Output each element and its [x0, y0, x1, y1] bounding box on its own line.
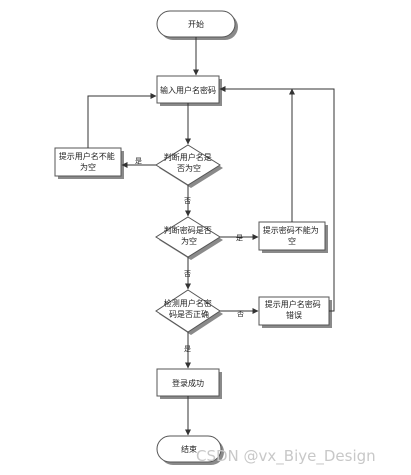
input-node: 输入用户名密码 [156, 75, 222, 106]
edge-label-yes-password: 是 [236, 234, 243, 242]
username-empty-line-2: 为空 [80, 162, 96, 172]
username-empty-node: 提示用户名不能 为空 [54, 147, 124, 179]
username-empty-label: 提示用户名不能 为空 [59, 151, 118, 172]
start-node: 开始 [156, 10, 238, 40]
wrong-credentials-label: 提示用户名密码 错误 [265, 299, 324, 320]
success-node: 登录成功 [156, 368, 222, 399]
end-label: 结束 [181, 444, 197, 454]
check-username-label: 判断用户名是 否为空 [164, 152, 215, 173]
edge-label-yes-username: 是 [135, 157, 142, 165]
check-password-line-2: 为空 [181, 236, 197, 246]
input-label: 输入用户名密码 [160, 85, 216, 95]
start-label: 开始 [188, 19, 204, 29]
edge-wrong-back [219, 86, 335, 312]
edge-username-empty-back [87, 93, 157, 148]
verify-line-2: 码是否正确 [169, 309, 209, 319]
verify-label: 检测用户名密 码是否正确 [164, 298, 215, 319]
check-username-line-2: 否为空 [177, 163, 201, 173]
password-empty-label: 提示密码不能为 空 [263, 225, 322, 246]
verify-line-1: 检测用户名密 [164, 298, 212, 308]
watermark: CSDN @vx_Biye_Design [196, 447, 376, 466]
success-label: 登录成功 [172, 378, 204, 388]
check-password-line-1: 判断密码是否 [164, 225, 212, 235]
check-username-decision: 判断用户名是 否为空 [155, 144, 223, 188]
end-node: 结束 [156, 435, 224, 465]
wrong-credentials-line-1: 提示用户名密码 [265, 299, 321, 309]
password-empty-line-2: 空 [288, 236, 296, 246]
edge-label-yes-verify: 是 [184, 345, 191, 353]
wrong-credentials-node: 提示用户名密码 错误 [258, 296, 332, 328]
verify-decision: 检测用户名密 码是否正确 [155, 289, 223, 335]
edge-label-no-username: 否 [184, 197, 191, 205]
edge-label-no-password: 否 [184, 270, 191, 278]
check-password-decision: 判断密码是否 为空 [155, 216, 223, 260]
username-empty-line-1: 提示用户名不能 [59, 151, 115, 161]
check-password-label: 判断密码是否 为空 [164, 225, 215, 246]
wrong-credentials-line-2: 错误 [286, 310, 302, 320]
check-username-line-1: 判断用户名是 [164, 152, 212, 162]
edge-label-no-verify: 否 [237, 310, 244, 318]
password-empty-node: 提示密码不能为 空 [258, 221, 328, 253]
password-empty-line-1: 提示密码不能为 [263, 225, 319, 235]
